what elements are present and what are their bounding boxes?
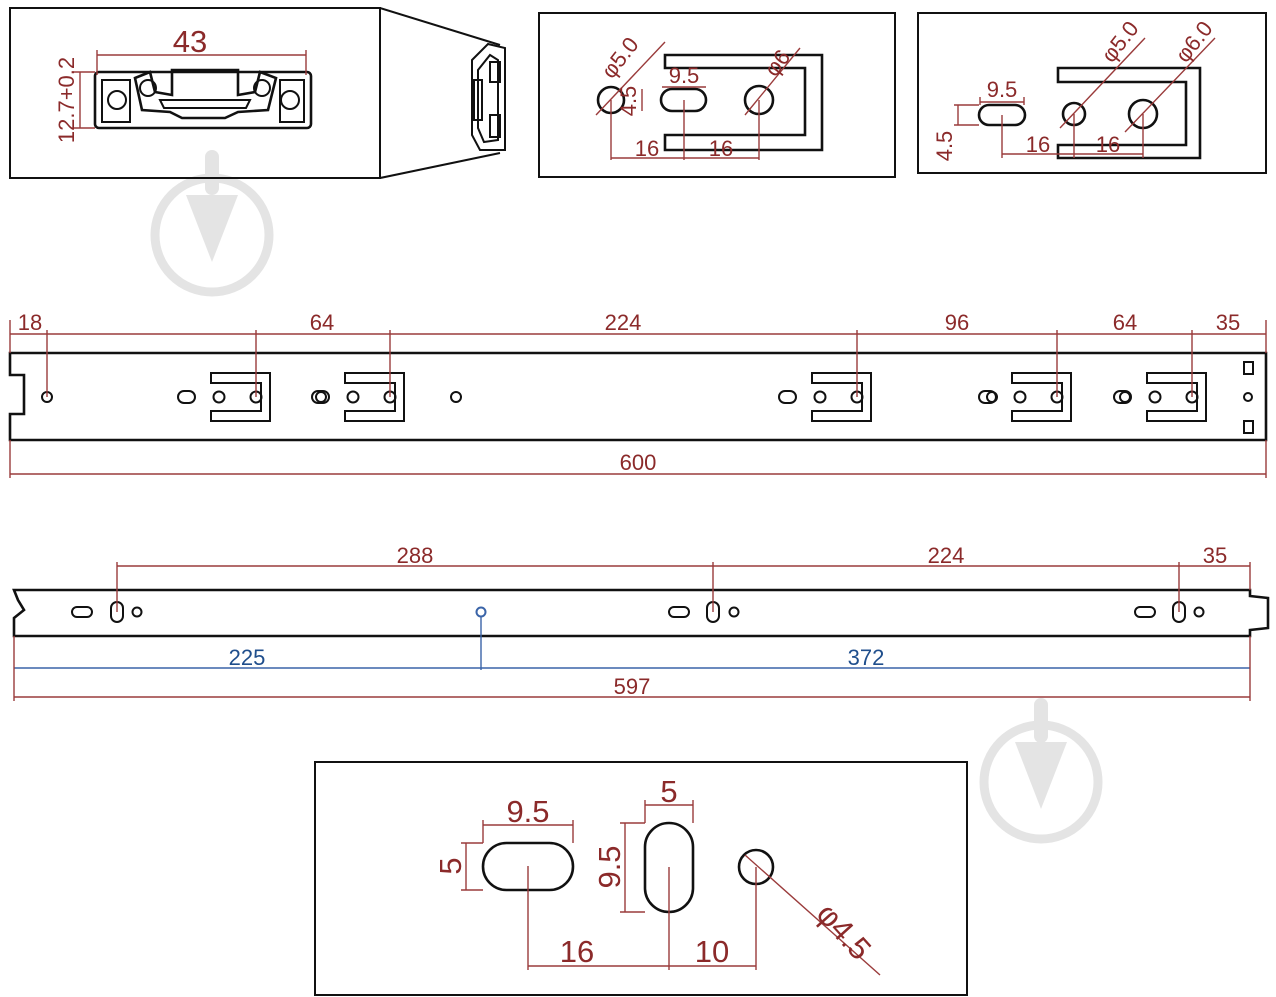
left-slot-height-label: 4.5: [616, 86, 641, 117]
rail-cross-section: [93, 68, 313, 130]
left-small-diameter-label: φ5.0: [596, 32, 643, 83]
hole-detail-left-panel: φ5.0 φ6 9.5 4.5 16 16: [538, 12, 896, 178]
left-large-diameter-label: φ6: [759, 45, 795, 81]
slot-detail-panel: 9.5 5 5 9.5 φ4.5 16 10: [314, 761, 968, 996]
right-large-diameter-label: φ6.0: [1170, 16, 1217, 67]
profile-detail-panel: 43 12.7+0.2: [9, 7, 506, 179]
left-pitch-b-label: 16: [709, 136, 733, 161]
rail-bottom: 288 224 35 225 372 597: [12, 543, 1270, 701]
v-slot-height-label: 9.5: [592, 845, 627, 888]
rail-top: 18 64 224 96 64 35 600: [8, 310, 1268, 478]
bottom-total-length-label: 597: [614, 674, 651, 699]
top-spacing-4-label: 64: [1113, 310, 1137, 335]
top-spacing-3-label: 96: [945, 310, 969, 335]
top-offset-left-label: 18: [18, 310, 42, 335]
bottom-spacing-a-label: 288: [397, 543, 434, 568]
hole-diameter-label: φ4.5: [810, 896, 878, 966]
right-pitch-a-label: 16: [1026, 132, 1050, 157]
hole-detail-right-panel: φ5.0 φ6.0 9.5 4.5 16 16: [917, 12, 1267, 174]
v-slot-width-label: 5: [660, 774, 677, 809]
slot-detail-frame: [314, 761, 968, 996]
watermark-icon-right: [979, 698, 1103, 844]
rail-side-view: [471, 42, 506, 151]
slot-pitch-b-label: 10: [695, 934, 729, 969]
top-total-length-label: 600: [620, 450, 657, 475]
bottom-segment-right-label: 372: [848, 645, 885, 670]
profile-width-label: 43: [173, 24, 207, 59]
profile-frame: [9, 7, 381, 179]
left-pitch-a-label: 16: [635, 136, 659, 161]
watermark-icon-left: [150, 150, 274, 297]
slot-pitch-a-label: 16: [560, 934, 594, 969]
bottom-segment-left-label: 225: [229, 645, 266, 670]
hole-detail-right-frame: [917, 12, 1267, 174]
top-spacing-2-label: 224: [605, 310, 642, 335]
bottom-offset-right-label: 35: [1203, 543, 1227, 568]
top-offset-right-label: 35: [1216, 310, 1240, 335]
top-spacing-1-label: 64: [310, 310, 334, 335]
right-small-diameter-label: φ5.0: [1096, 16, 1143, 67]
h-slot-length-label: 9.5: [506, 794, 549, 829]
hole-detail-left-frame: [538, 12, 896, 178]
right-slot-length-label: 9.5: [987, 77, 1018, 102]
bottom-spacing-b-label: 224: [928, 543, 965, 568]
right-pitch-b-label: 16: [1096, 132, 1120, 157]
profile-height-label: 12.7+0.2: [54, 57, 79, 143]
h-slot-height-label: 5: [433, 857, 468, 874]
left-slot-length-label: 9.5: [669, 63, 700, 88]
right-slot-height-label: 4.5: [932, 131, 957, 162]
